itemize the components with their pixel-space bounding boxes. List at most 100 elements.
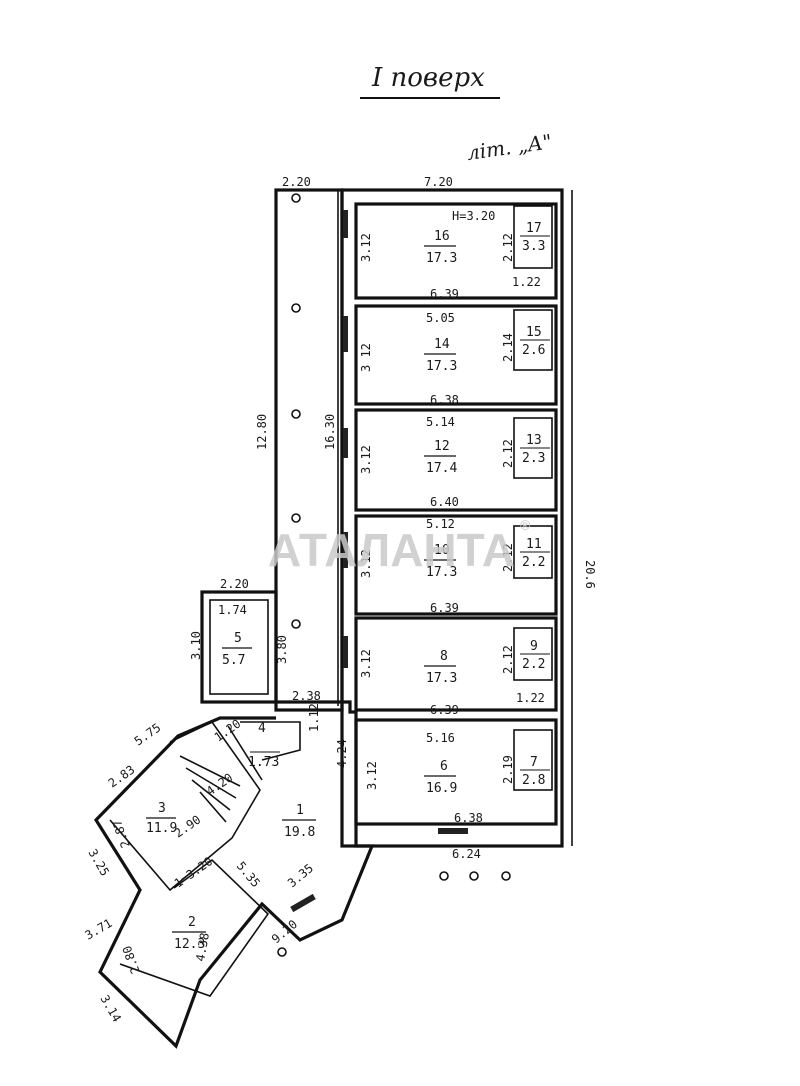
watermark-registered-mark: ® <box>520 517 531 533</box>
dim-side-11: 2.12 <box>501 543 515 572</box>
dim-link: 2.38 <box>292 689 321 703</box>
svg-text:17.3: 17.3 <box>426 565 457 580</box>
floor-title: I поверх <box>371 63 485 93</box>
dim-top-right: 7.20 <box>424 175 453 189</box>
dim-w-14: 5.05 <box>426 311 455 325</box>
lower-wing-outline <box>93 700 375 1049</box>
dim-3-bottom: 2.90 <box>172 812 204 840</box>
dim-side-8: 3.12 <box>359 649 373 678</box>
svg-text:2.6: 2.6 <box>522 343 545 358</box>
dim-row1: 6.39 <box>430 287 459 301</box>
dim-side-17: 2.12 <box>501 233 515 262</box>
svg-text:15: 15 <box>526 325 542 340</box>
svg-text:19.8: 19.8 <box>284 825 315 840</box>
svg-text:12.3: 12.3 <box>174 937 205 952</box>
svg-text:2.2: 2.2 <box>522 555 545 570</box>
dim-3-top: 5.75 <box>132 720 164 748</box>
room-label-5: 5 5.7 <box>222 631 252 668</box>
room-row-12 <box>343 408 558 512</box>
room-label-8: 8 17.3 <box>424 649 457 686</box>
svg-text:17.3: 17.3 <box>426 359 457 374</box>
svg-text:16.9: 16.9 <box>426 781 457 796</box>
dim-5-inner: 1.74 <box>218 603 247 617</box>
column-marker <box>291 513 301 523</box>
svg-text:17.3: 17.3 <box>426 671 457 686</box>
svg-text:16: 16 <box>434 229 450 244</box>
dim-top-left: 2.20 <box>282 175 311 189</box>
dim-h-16: H=3.20 <box>452 209 495 223</box>
svg-text:2.2: 2.2 <box>522 657 545 672</box>
svg-text:6: 6 <box>440 759 448 774</box>
dim-side-14: 3 12 <box>359 343 373 372</box>
svg-text:3.3: 3.3 <box>522 239 545 254</box>
dim-row5: 6.39 <box>430 703 459 717</box>
dim-bottom-outer: 6.24 <box>452 847 481 861</box>
svg-text:11: 11 <box>526 537 542 552</box>
dim-bottom-17: 1.22 <box>512 275 541 289</box>
room-5-outline <box>200 590 278 704</box>
dim-side-7: 2.19 <box>501 755 515 784</box>
dim-corridor-inner: 16.30 <box>323 414 337 450</box>
svg-text:10: 10 <box>434 543 450 558</box>
main-block-outline <box>340 188 564 848</box>
svg-text:2.8: 2.8 <box>522 773 545 788</box>
dim-corridor-length: 12.80 <box>255 414 269 450</box>
svg-text:14: 14 <box>434 337 450 352</box>
svg-text:12: 12 <box>434 439 450 454</box>
svg-text:8: 8 <box>440 649 448 664</box>
dim-5-right: 3.80 <box>275 635 289 664</box>
svg-text:5: 5 <box>234 631 242 646</box>
dim-1-side: 4.24 <box>335 739 349 768</box>
dim-3-side: 2.83 <box>106 762 138 790</box>
dim-w-6: 5.16 <box>426 731 455 745</box>
svg-text:3: 3 <box>158 801 166 816</box>
room-label-2: 2 12.3 <box>172 915 206 952</box>
svg-text:5.7: 5.7 <box>222 653 245 668</box>
room-label-4: 4 1.73 <box>248 721 280 770</box>
room-label-1: 1 19.8 <box>282 803 316 840</box>
room-label-3: 3 11.9 <box>146 801 177 836</box>
room-label-17: 17 3.3 <box>520 221 550 254</box>
dim-4-side: 1.12 <box>307 703 321 732</box>
dim-bottom-9: 1.22 <box>516 691 545 705</box>
marker-circle <box>469 871 479 881</box>
svg-text:2.3: 2.3 <box>522 451 545 466</box>
svg-text:1.73: 1.73 <box>248 755 279 770</box>
room-row-8 <box>343 616 558 712</box>
marker-circle <box>501 871 511 881</box>
dim-side-9: 2.12 <box>501 645 515 674</box>
svg-text:2: 2 <box>188 915 196 930</box>
dim-side-6: 3.12 <box>365 761 379 790</box>
room-label-16: 16 17.3 <box>424 229 457 266</box>
dim-side-16: 3.12 <box>359 233 373 262</box>
dim-side-12: 3.12 <box>359 445 373 474</box>
room-label-9: 9 2.2 <box>520 639 550 672</box>
dim-row3: 6.40 <box>430 495 459 509</box>
room-label-12: 12 17.4 <box>424 439 457 476</box>
svg-text:13: 13 <box>526 433 542 448</box>
svg-text:1: 1 <box>296 803 304 818</box>
room-row-16 <box>343 202 558 300</box>
room-label-11: 11 2.2 <box>520 537 550 570</box>
dim-2-corner: 3.14 <box>97 993 124 1025</box>
column-marker <box>291 619 301 629</box>
dim-w-12: 5.14 <box>426 415 455 429</box>
svg-text:7: 7 <box>530 755 538 770</box>
svg-text:9: 9 <box>530 639 538 654</box>
svg-text:4: 4 <box>258 721 266 736</box>
room-label-15: 15 2.6 <box>520 325 550 358</box>
svg-text:17.3: 17.3 <box>426 251 457 266</box>
dim-side-10: 3.12 <box>359 549 373 578</box>
svg-text:11.9: 11.9 <box>146 821 177 836</box>
dim-2-top: 1=3.20 <box>172 854 216 890</box>
column-marker <box>291 193 301 203</box>
dim-right-total: 20.6 <box>583 560 597 589</box>
room-label-14: 14 17.3 <box>424 337 457 374</box>
dim-5-side: 3.10 <box>189 631 203 660</box>
dim-w-10: 5.12 <box>426 517 455 531</box>
dim-side-15: 2.14 <box>501 333 515 362</box>
dim-1-out2: 9.20 <box>269 917 300 946</box>
column-marker <box>291 409 301 419</box>
svg-text:17: 17 <box>526 221 542 236</box>
